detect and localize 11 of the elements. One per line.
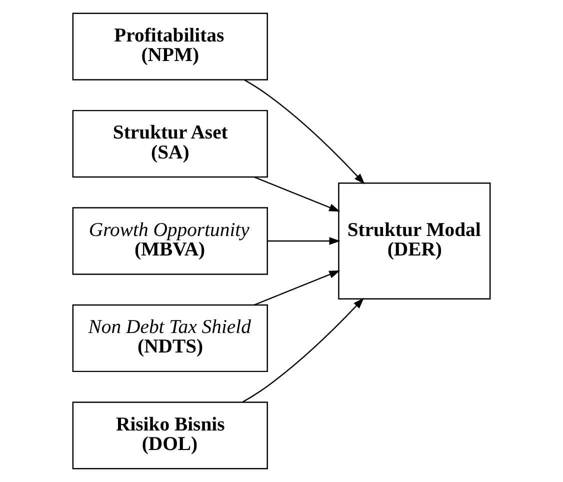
node-box: Profitabilitas (NPM) bbox=[72, 12, 268, 80]
arrow bbox=[268, 237, 340, 245]
arrow bbox=[254, 176, 340, 212]
arrow bbox=[242, 298, 364, 403]
node-box: Struktur Modal (DER) bbox=[338, 182, 491, 300]
arrow bbox=[244, 80, 365, 184]
node-box: Risiko Bisnis (DOL) bbox=[72, 402, 268, 470]
arrow bbox=[254, 270, 340, 306]
node-box: Growth Opportunity (MBVA) bbox=[72, 207, 268, 275]
node-box: Struktur Aset (SA) bbox=[72, 110, 268, 178]
node-box: Non Debt Tax Shield (NDTS) bbox=[72, 304, 268, 372]
